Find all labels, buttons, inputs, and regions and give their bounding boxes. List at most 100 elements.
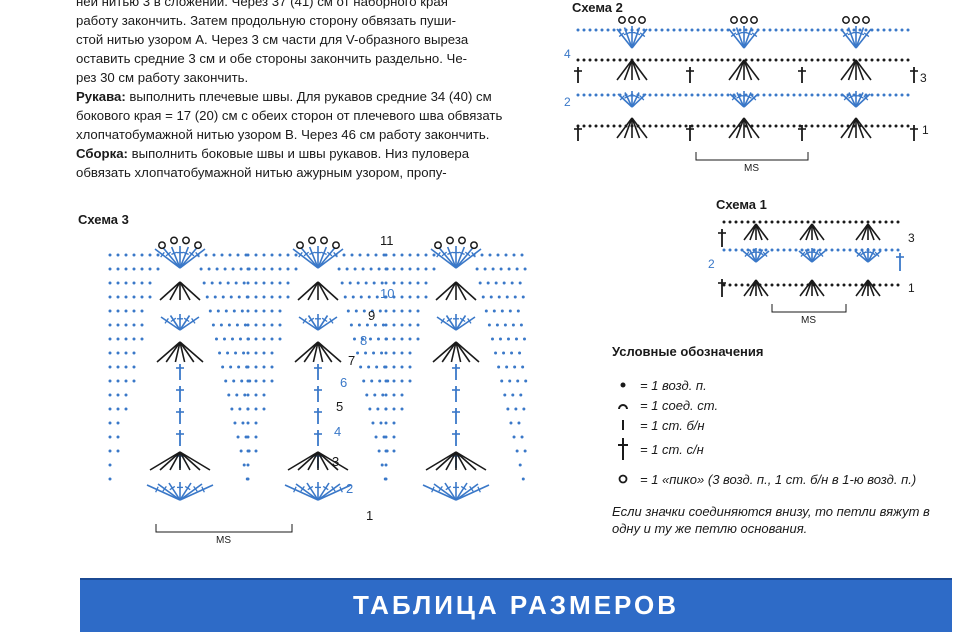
- chain-dot: [804, 93, 808, 97]
- ring-icon: [612, 473, 634, 485]
- chain-dot: [246, 253, 250, 257]
- dc-stitch: [179, 281, 191, 301]
- chain-dot: [822, 124, 826, 128]
- chain-dot: [660, 58, 664, 62]
- chain-dot: [896, 248, 900, 252]
- chain-dot: [792, 93, 796, 97]
- picot-mark: [320, 236, 328, 245]
- dc-stitch: [762, 251, 768, 258]
- picot-mark: [628, 16, 636, 24]
- chain-dot: [523, 267, 527, 271]
- size-table-title: ТАБЛИЦА РАЗМЕРОВ: [352, 590, 680, 620]
- chain-dot: [108, 435, 112, 439]
- chain-dot: [124, 323, 128, 327]
- dc-stitch: [179, 248, 206, 269]
- dc-stitch: [170, 246, 181, 269]
- chain-dot: [489, 295, 493, 299]
- dc-stitch: [743, 117, 760, 139]
- chain-dot: [600, 58, 604, 62]
- chain-dot: [140, 323, 144, 327]
- dc-stitch: [464, 251, 471, 257]
- chain-dot: [148, 281, 152, 285]
- chain-dot: [816, 28, 820, 32]
- chain-dot: [124, 407, 128, 411]
- chain-dot: [432, 253, 436, 257]
- dc-stitch: [300, 485, 305, 492]
- dc-stitch: [743, 92, 752, 108]
- legend-text: = 1 «пико» (3 возд. п., 1 ст. б/н в 1-ю …: [640, 471, 917, 487]
- chain-dot: [384, 365, 388, 369]
- dc-stitch: [317, 451, 339, 471]
- chain-dot: [278, 295, 282, 299]
- chain-dot: [132, 309, 136, 313]
- chain-dot: [722, 283, 726, 287]
- chain-dot: [498, 337, 502, 341]
- chain-dot: [384, 323, 388, 327]
- row-number: 4: [564, 47, 571, 61]
- chain-dot: [359, 365, 363, 369]
- chain-dot: [842, 283, 846, 287]
- legend-item: = 1 ст. с/н: [612, 435, 962, 463]
- chain-dot: [238, 407, 242, 411]
- chain-dot: [365, 393, 369, 397]
- dc-stitch: [201, 486, 205, 493]
- dc-stitch: [155, 486, 159, 493]
- picot-mark: [446, 236, 454, 245]
- dc-stitch: [455, 281, 467, 301]
- chain-dot: [360, 337, 364, 341]
- chain-dot: [505, 295, 509, 299]
- chain-dot: [672, 28, 676, 32]
- chain-dot: [492, 309, 496, 313]
- dot-icon: [612, 380, 634, 390]
- dc-stitch: [736, 92, 745, 108]
- dc-stitch: [757, 251, 764, 256]
- chain-dot: [702, 28, 706, 32]
- chain-dot: [227, 393, 231, 397]
- picot-mark: [470, 241, 478, 250]
- chain-dot: [384, 295, 388, 299]
- dc-stitch: [308, 246, 319, 269]
- chain-dot: [278, 323, 282, 327]
- dc-stitch: [447, 251, 454, 256]
- chain-dot: [822, 93, 826, 97]
- dc-stitch: [436, 316, 457, 331]
- chain-dot: [400, 267, 404, 271]
- chain-dot: [846, 58, 850, 62]
- chain-dot: [124, 295, 128, 299]
- chain-dot: [229, 295, 233, 299]
- legend: Условные обозначения = 1 возд. п. = 1 со…: [612, 344, 962, 537]
- chain-dot: [864, 28, 868, 32]
- chain-dot: [116, 253, 120, 257]
- chain-dot: [278, 267, 282, 271]
- dc-stitch: [307, 315, 319, 331]
- chain-dot: [519, 393, 523, 397]
- chain-dot: [522, 407, 526, 411]
- dc-stitch: [616, 28, 633, 49]
- dc-stitch: [317, 246, 328, 269]
- chain-dot: [500, 309, 504, 313]
- chain-dot: [132, 323, 136, 327]
- chain-dot: [612, 28, 616, 32]
- chain-dot: [788, 220, 792, 224]
- dc-stitch: [735, 117, 745, 139]
- chain-dot: [654, 58, 658, 62]
- chain-dot: [254, 449, 258, 453]
- chain-dot: [416, 267, 420, 271]
- picot-mark: [852, 16, 860, 24]
- chain-dot: [513, 295, 517, 299]
- chain-dot: [380, 351, 384, 355]
- chain-dot: [270, 295, 274, 299]
- dc-stitch: [455, 341, 480, 363]
- chain-dot: [842, 248, 846, 252]
- dc-stitch: [317, 484, 352, 501]
- chain-dot: [876, 58, 880, 62]
- chain-dot: [230, 407, 234, 411]
- chain-dot: [848, 248, 852, 252]
- chain-dot: [520, 253, 524, 257]
- chain-dot: [392, 407, 396, 411]
- chain-dot: [348, 281, 352, 285]
- dc-stitch: [455, 482, 468, 501]
- chain-dot: [690, 28, 694, 32]
- dc-stitch: [631, 27, 641, 49]
- chain-dot: [262, 309, 266, 313]
